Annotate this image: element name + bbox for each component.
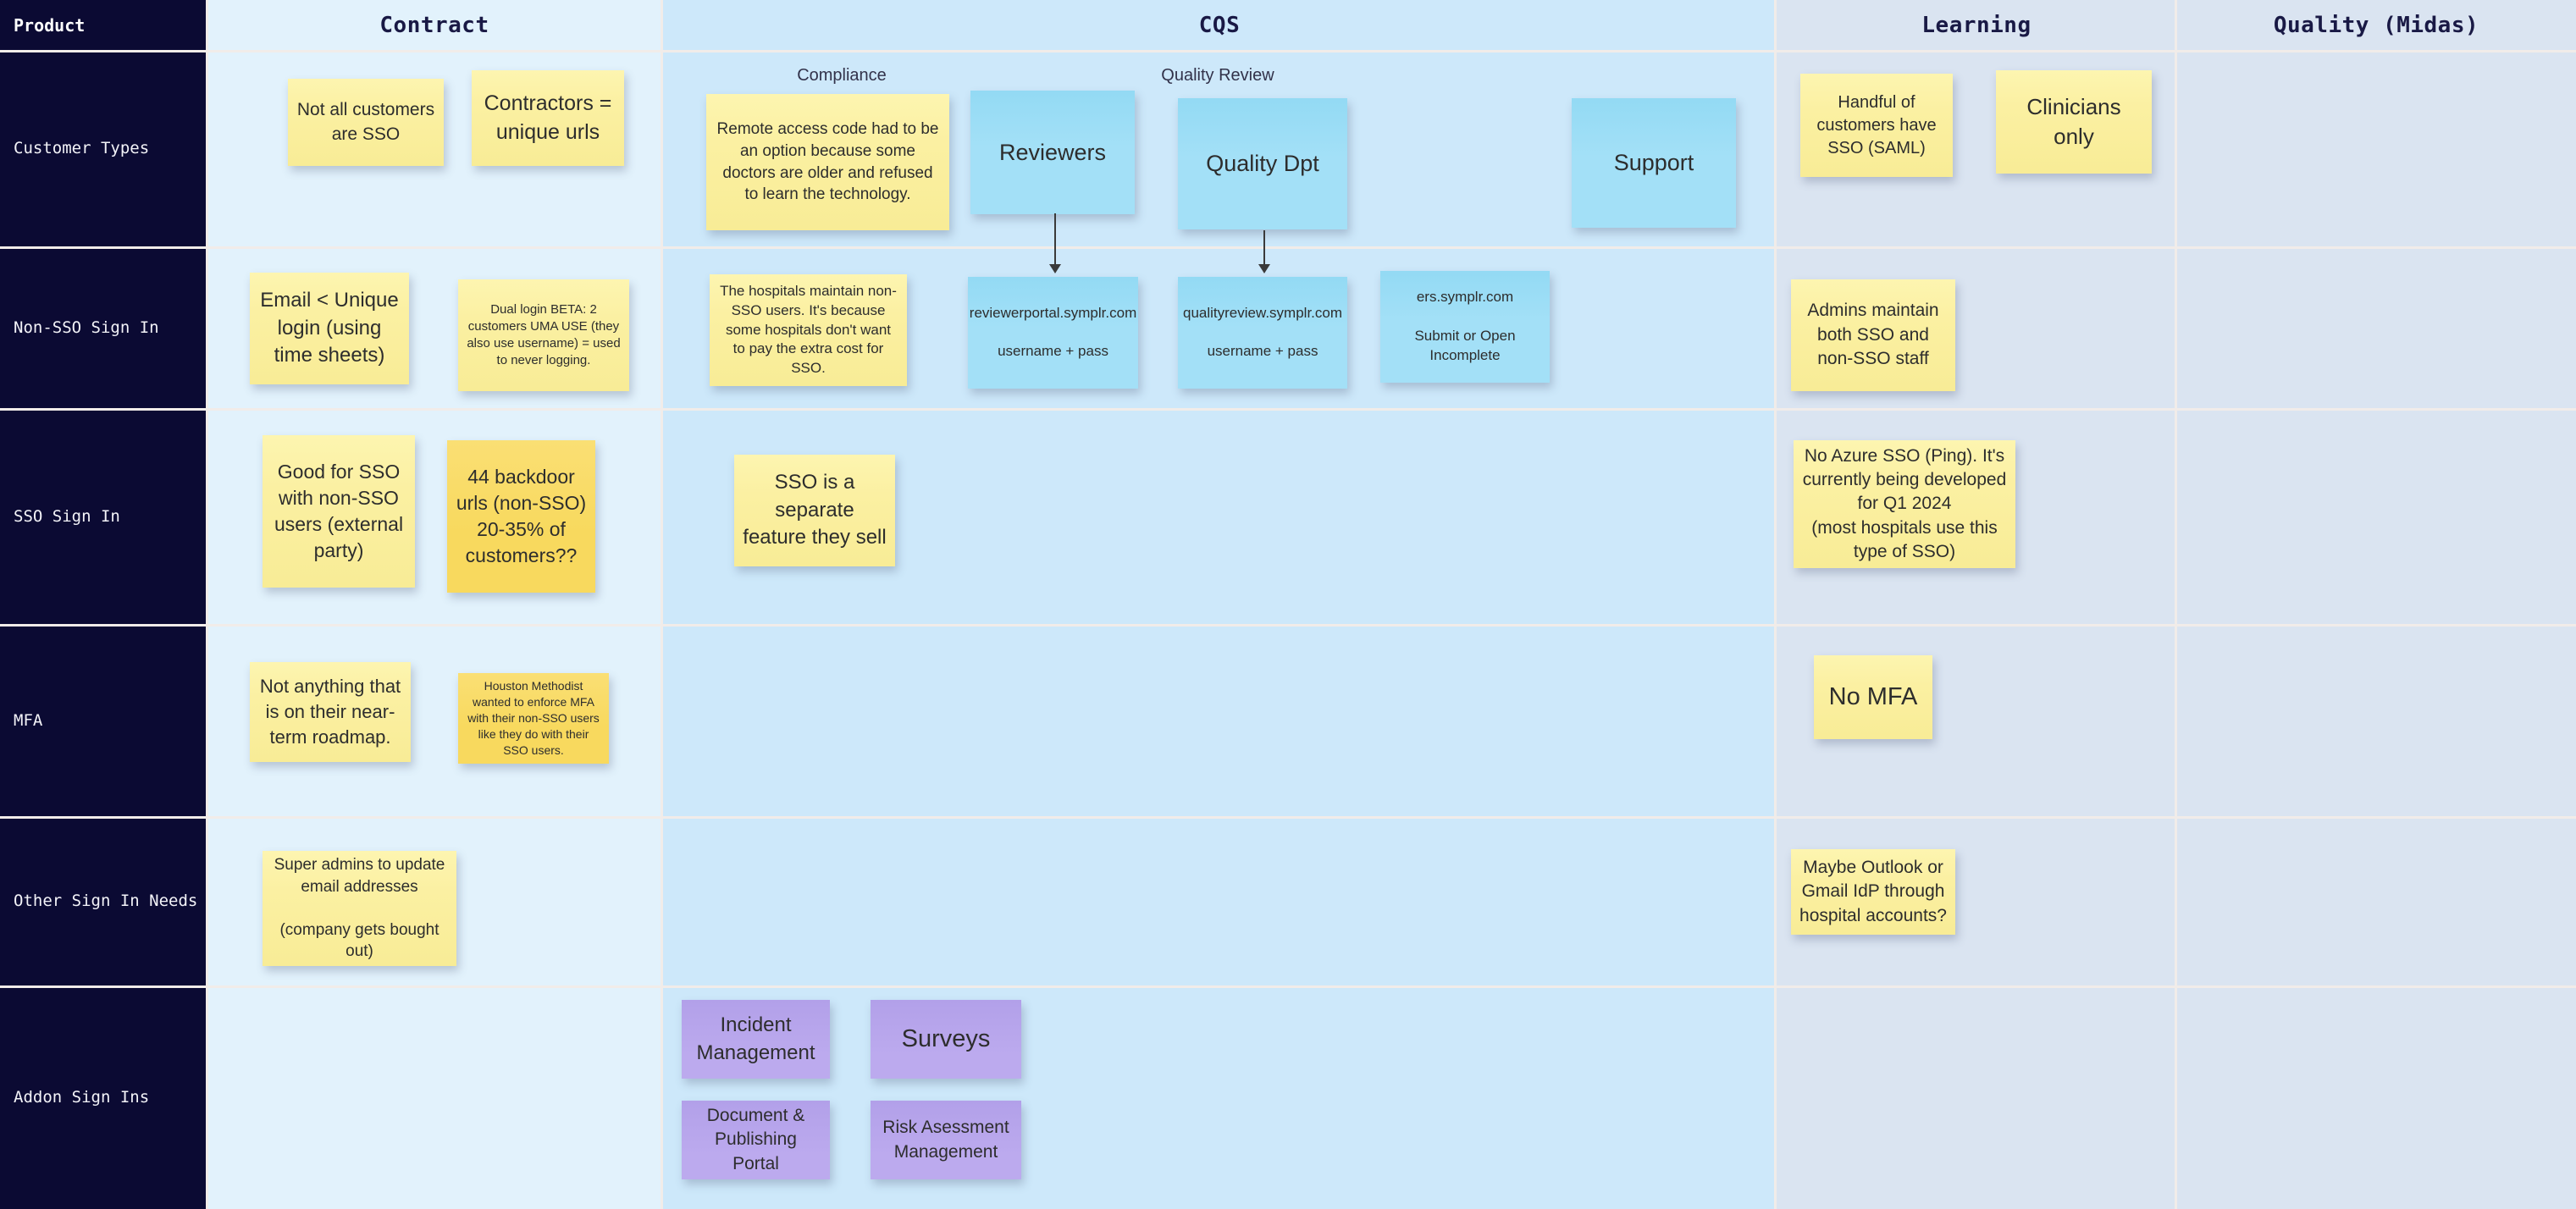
gridline-vertical	[1774, 0, 1777, 1209]
sticky-qualityreview-url[interactable]: qualityreview.symplr.com username + pass	[1178, 277, 1347, 389]
gridline-horizontal	[0, 985, 2576, 988]
sticky-contractors-unique-urls[interactable]: Contractors = unique urls	[472, 70, 624, 166]
arrow-quality-dpt-to-qualityreview[interactable]	[1258, 230, 1270, 273]
quality-column-bg	[2176, 0, 2576, 1209]
gridline-horizontal	[0, 408, 2576, 411]
product-header-label: Product	[14, 14, 86, 36]
row-label-customer-types: Customer Types	[14, 139, 150, 157]
arrow-reviewers-to-reviewerportal[interactable]	[1049, 213, 1061, 273]
gridline-vertical	[661, 0, 663, 1209]
sticky-super-admins-email[interactable]: Super admins to update email addresses (…	[263, 851, 456, 966]
sticky-email-unique-login[interactable]: Email < Unique login (using time sheets)	[250, 273, 409, 384]
column-header-learning: Learning	[1921, 12, 2032, 38]
sticky-outlook-gmail-idp[interactable]: Maybe Outlook or Gmail IdP through hospi…	[1791, 849, 1955, 935]
column-header-cqs: CQS	[1198, 12, 1241, 38]
row-label-mfa: MFA	[14, 710, 43, 730]
sticky-quality-dpt[interactable]: Quality Dpt	[1178, 98, 1347, 229]
sticky-not-all-customers-sso[interactable]: Not all customers are SSO	[288, 79, 444, 166]
gridline-horizontal	[0, 50, 2576, 52]
sticky-reviewers[interactable]: Reviewers	[970, 91, 1135, 214]
gridline-horizontal	[0, 624, 2576, 627]
product-header-cell: Product	[0, 0, 207, 50]
gridline-vertical	[206, 0, 208, 1209]
row-label-addon-sign-ins: Addon Sign Ins	[14, 1088, 150, 1107]
gridline-horizontal	[0, 816, 2576, 819]
cqs-sublabel-compliance[interactable]: Compliance	[797, 66, 887, 85]
cqs-sublabel-quality-review[interactable]: Quality Review	[1161, 66, 1274, 85]
contract-column-bg	[207, 0, 662, 1209]
row-label-sso-sign-in: SSO Sign In	[14, 506, 120, 526]
sticky-not-on-roadmap[interactable]: Not anything that is on their near-term …	[250, 662, 411, 762]
sticky-handful-sso-saml[interactable]: Handful of customers have SSO (SAML)	[1800, 74, 1953, 177]
sticky-clinicians-only[interactable]: Clinicians only	[1996, 70, 2152, 174]
sticky-good-for-sso[interactable]: Good for SSO with non-SSO users (externa…	[263, 435, 415, 588]
sticky-incident-management[interactable]: Incident Management	[682, 1000, 830, 1079]
sticky-houston-methodist-mfa[interactable]: Houston Methodist wanted to enforce MFA …	[458, 673, 609, 764]
gridline-vertical	[2175, 0, 2177, 1209]
learning-column-bg	[1776, 0, 2176, 1209]
sticky-sso-separate-feature[interactable]: SSO is a separate feature they sell	[734, 455, 895, 566]
sticky-hospitals-maintain-non-sso[interactable]: The hospitals maintain non-SSO users. It…	[710, 274, 907, 386]
row-label-non-sso-sign-in: Non-SSO Sign In	[14, 317, 159, 337]
sticky-ers-url[interactable]: ers.symplr.com Submit or Open Incomplete	[1380, 271, 1550, 383]
product-sidebar: Product Customer Types Non-SSO Sign In S…	[0, 0, 207, 1209]
sticky-risk-asessment-management[interactable]: Risk Asessment Management	[871, 1101, 1021, 1179]
sticky-no-mfa[interactable]: No MFA	[1814, 655, 1932, 739]
column-header-quality-midas: Quality (Midas)	[2273, 12, 2479, 38]
sticky-44-backdoor-urls[interactable]: 44 backdoor urls (non-SSO) 20-35% of cus…	[447, 440, 595, 593]
sticky-reviewerportal-url[interactable]: reviewerportal.symplr.com username + pas…	[968, 277, 1138, 389]
sticky-admins-maintain-both[interactable]: Admins maintain both SSO and non-SSO sta…	[1791, 279, 1955, 391]
sticky-remote-access-code[interactable]: Remote access code had to be an option b…	[706, 94, 949, 230]
sticky-dual-login-beta[interactable]: Dual login BETA: 2 customers UMA USE (th…	[458, 279, 629, 391]
column-header-contract: Contract	[379, 12, 489, 38]
sticky-surveys[interactable]: Surveys	[871, 1000, 1021, 1079]
sticky-support[interactable]: Support	[1572, 98, 1736, 228]
sticky-document-publishing-portal[interactable]: Document & Publishing Portal	[682, 1101, 830, 1179]
sticky-no-azure-sso[interactable]: No Azure SSO (Ping). It's currently bein…	[1794, 440, 2015, 568]
row-label-other-sign-in-needs: Other Sign In Needs	[14, 892, 198, 910]
gridline-horizontal	[0, 246, 2576, 249]
